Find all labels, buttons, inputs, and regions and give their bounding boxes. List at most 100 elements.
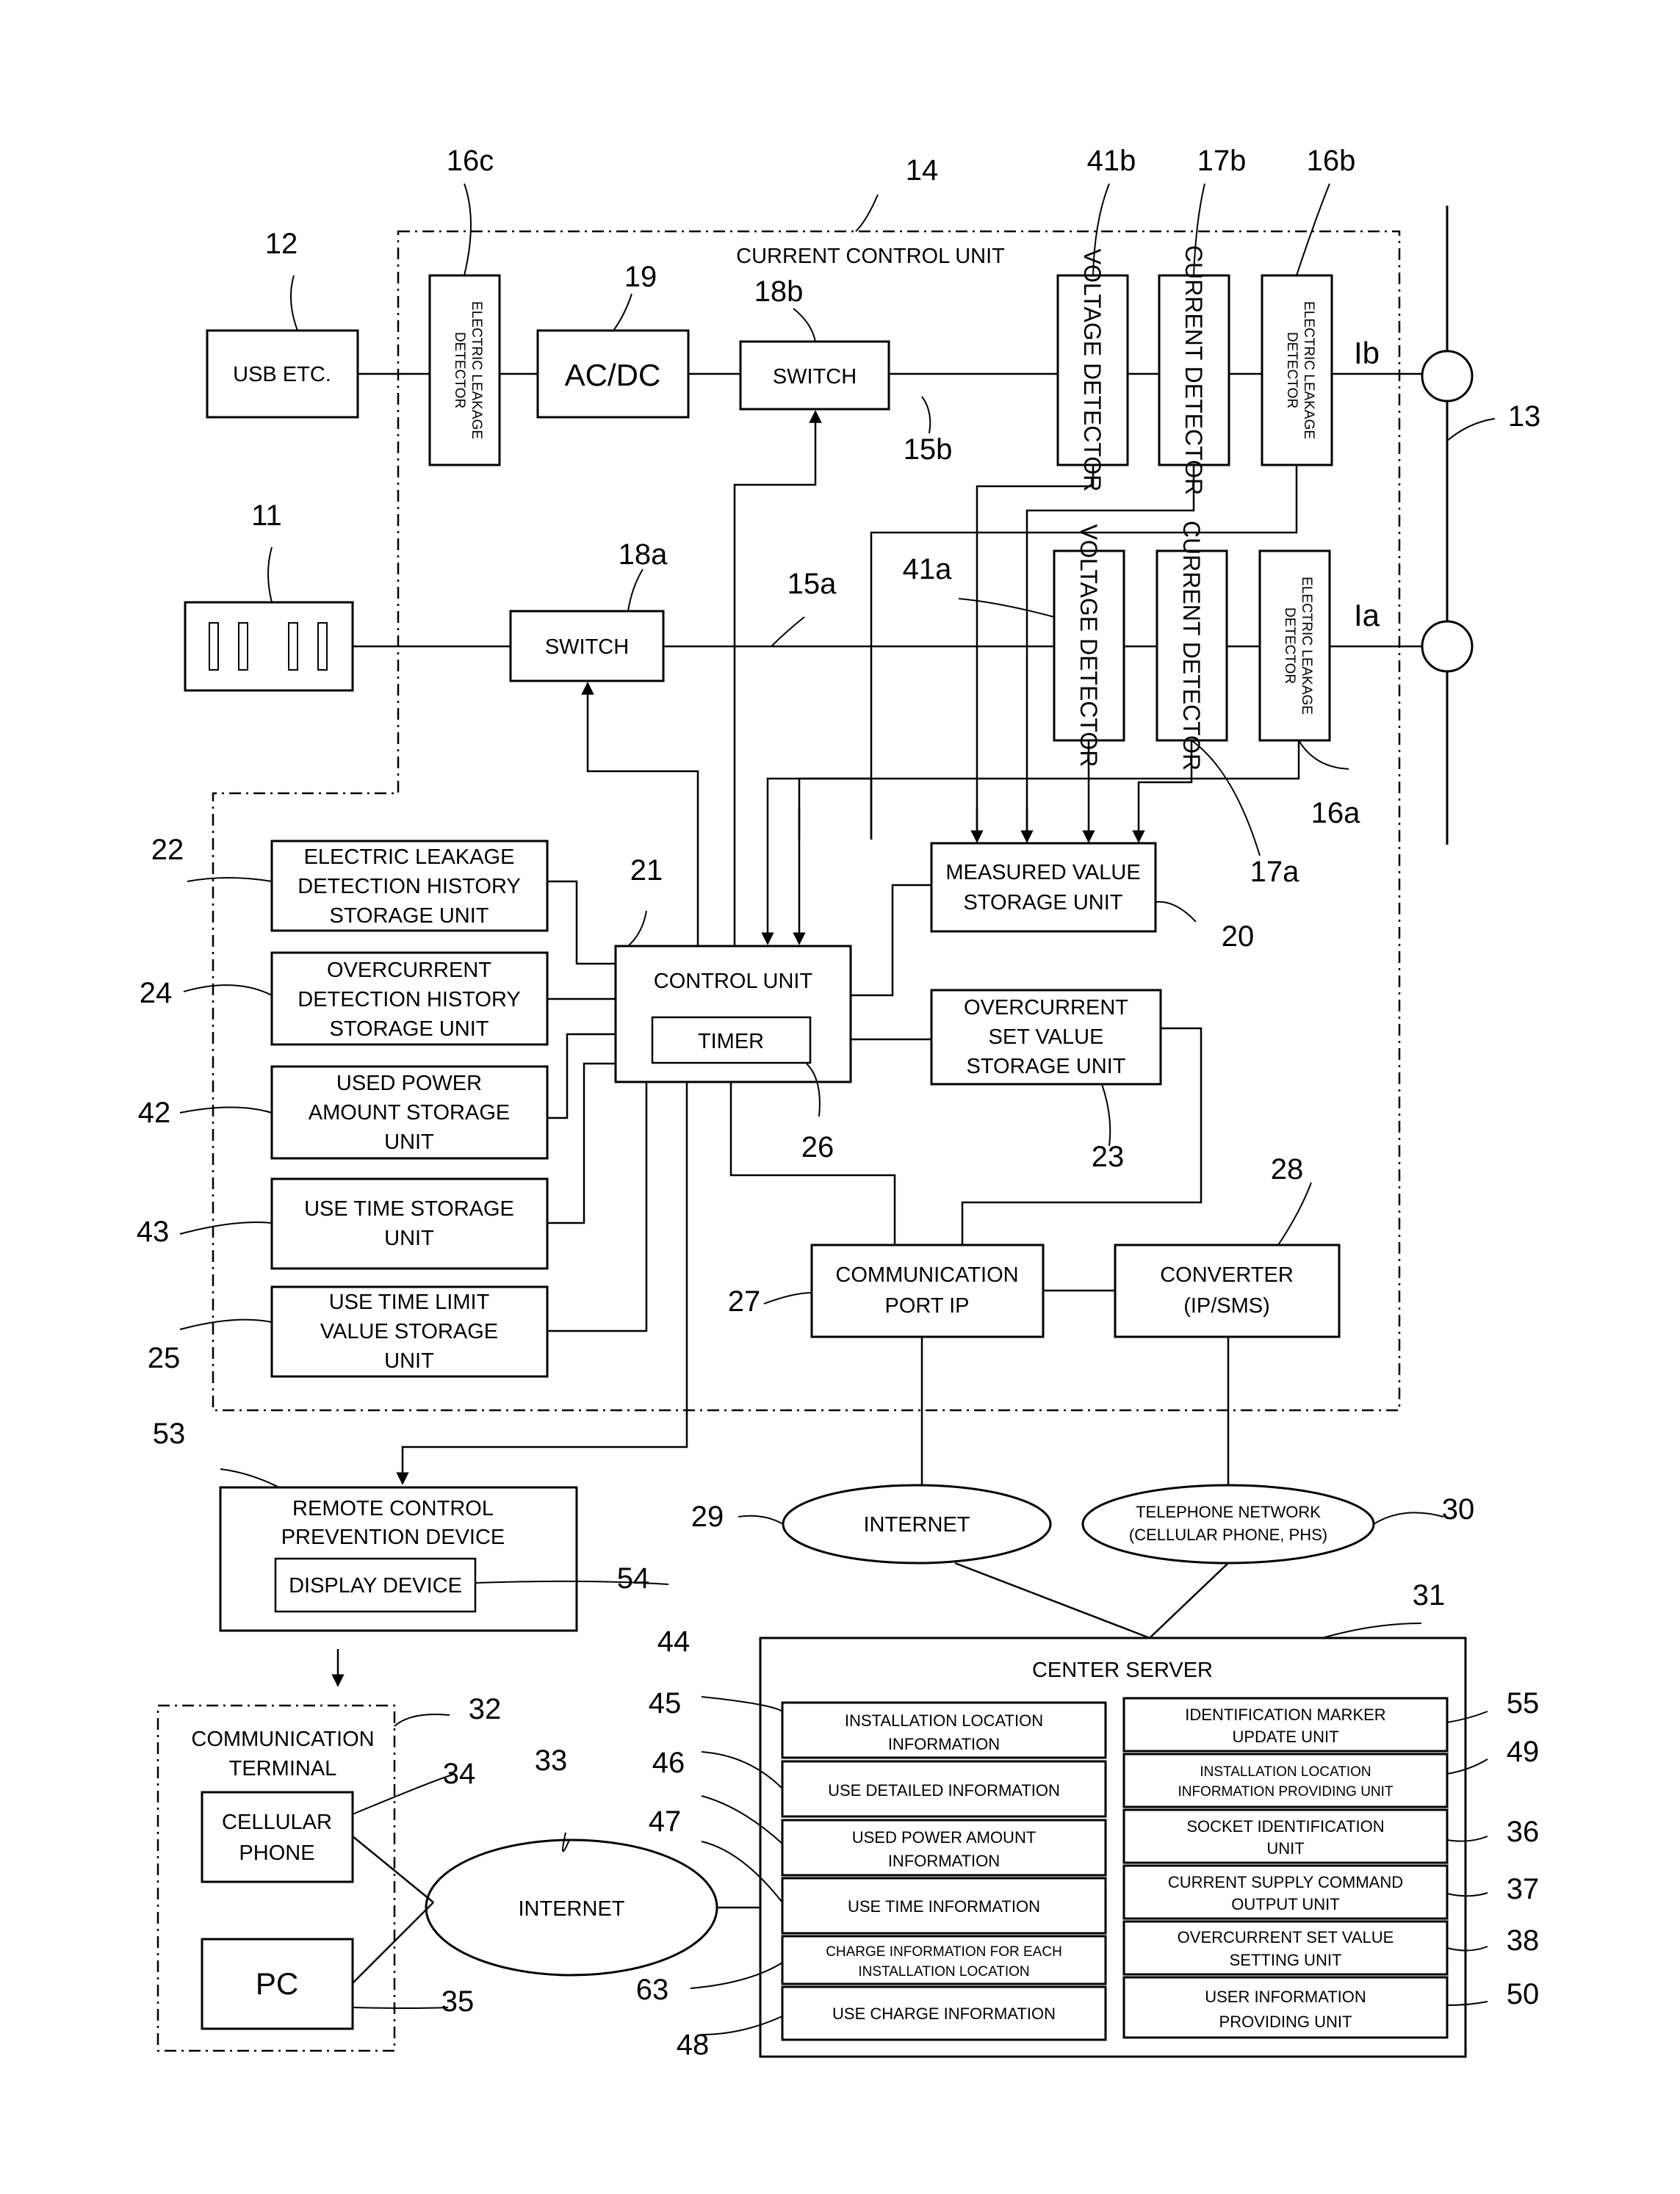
s50-label-1: USER INFORMATION — [1205, 1988, 1366, 2006]
detector-to-control-1 — [768, 779, 871, 944]
ref-16c: 16c — [447, 145, 494, 177]
usetime-label-1: USE TIME STORAGE — [304, 1197, 514, 1221]
s48-label: USE CHARGE INFORMATION — [832, 2004, 1056, 2023]
current-detector-17b-label: CURRENT DETECTOR — [1180, 245, 1207, 495]
display-label: DISPLAY DEVICE — [289, 1574, 462, 1598]
communication-port-ip — [812, 1245, 1043, 1337]
control-to-switch-a — [588, 683, 698, 946]
ref-55: 55 — [1507, 1687, 1540, 1720]
power-label-1: USED POWER — [336, 1072, 482, 1095]
oc-hist-label-2: DETECTION HISTORY — [298, 988, 520, 1011]
ref-49: 49 — [1507, 1736, 1540, 1768]
control-to-switch-b — [735, 411, 815, 946]
ref-53: 53 — [153, 1418, 186, 1450]
leak-hist-label-2: DETECTION HISTORY — [298, 875, 520, 898]
ref-17a: 17a — [1250, 856, 1299, 888]
s63-label-2: INSTALLATION LOCATION — [858, 1964, 1029, 1980]
ref-48: 48 — [677, 2029, 710, 2061]
center-server-label: CENTER SERVER — [1032, 1659, 1213, 1682]
s37-label-1: CURRENT SUPPLY COMMAND — [1168, 1873, 1403, 1891]
s55-label-1: IDENTIFICATION MARKER — [1185, 1706, 1385, 1724]
ref-11: 11 — [251, 499, 282, 532]
ref-23: 23 — [1092, 1141, 1125, 1173]
s50-label-2: PROVIDING UNIT — [1219, 2013, 1352, 2031]
comm-terminal-label-1: COMMUNICATION — [191, 1728, 374, 1751]
s44-label-1: INSTALLATION LOCATION — [845, 1711, 1043, 1730]
s36-label-2: UNIT — [1266, 1839, 1304, 1858]
ref-15a: 15a — [787, 568, 837, 600]
usb-label: USB ETC. — [233, 363, 331, 386]
electric-leakage-detector-16b-label-2: DETECTOR — [1284, 332, 1299, 408]
s37-label-2: OUTPUT UNIT — [1231, 1895, 1339, 1913]
current-detector-17a-label: CURRENT DETECTOR — [1178, 521, 1205, 771]
ref-19: 19 — [624, 261, 657, 293]
s63-label-1: CHARGE INFORMATION FOR EACH — [826, 1944, 1062, 1960]
overcurrent-set-label-1: OVERCURRENT — [964, 996, 1128, 1020]
ref-30: 30 — [1442, 1493, 1475, 1526]
s46-label-1: USED POWER AMOUNT — [852, 1828, 1037, 1847]
measured-value-storage-unit — [931, 843, 1156, 931]
s47-label: USE TIME INFORMATION — [848, 1897, 1040, 1916]
converter-ip-sms — [1115, 1245, 1339, 1337]
ref-31: 31 — [1413, 1579, 1446, 1612]
cellular-phone — [202, 1792, 353, 1882]
timer-label: TIMER — [698, 1030, 764, 1053]
control-to-measured — [851, 885, 931, 995]
s49-label-2: INFORMATION PROVIDING UNIT — [1178, 1784, 1393, 1800]
oc-hist-label-3: STORAGE UNIT — [330, 1017, 489, 1041]
ref-45: 45 — [649, 1687, 682, 1720]
limit-label-2: VALUE STORAGE — [320, 1320, 498, 1343]
ref-21: 21 — [630, 854, 663, 887]
comm-port-label-1: COMMUNICATION — [835, 1263, 1018, 1287]
oc-hist-label-1: OVERCURRENT — [327, 959, 491, 982]
tel-label-2: (CELLULAR PHONE, PHS) — [1129, 1526, 1327, 1544]
ref-41a: 41a — [903, 553, 952, 585]
ref-50: 50 — [1507, 1978, 1540, 2010]
remote-label-1: REMOTE CONTROL — [292, 1497, 494, 1520]
measured-value-label-2: STORAGE UNIT — [964, 891, 1123, 914]
ref-16b: 16b — [1307, 145, 1356, 177]
converter-label-2: (IP/SMS) — [1183, 1294, 1270, 1318]
remote-label-2: PREVENTION DEVICE — [281, 1526, 505, 1549]
acdc-label: AC/DC — [565, 358, 661, 392]
ref-33: 33 — [535, 1744, 568, 1777]
s38-label-1: OVERCURRENT SET VALUE — [1178, 1928, 1394, 1946]
s38-label-2: SETTING UNIT — [1230, 1951, 1342, 1969]
s45-label: USE DETAILED INFORMATION — [828, 1781, 1060, 1800]
power-label-3: UNIT — [384, 1130, 434, 1154]
ref-24: 24 — [140, 977, 173, 1009]
electric-leakage-detector-16a-label-1: ELECTRIC LEAKAGE — [1299, 577, 1314, 715]
ref-29: 29 — [691, 1501, 724, 1533]
comm-port-label-2: PORT IP — [885, 1294, 970, 1318]
cell-label-2: PHONE — [239, 1841, 314, 1865]
network-to-server — [955, 1563, 1228, 1638]
ref-37: 37 — [1507, 1873, 1540, 1905]
ref-18a: 18a — [619, 538, 668, 571]
power-label-2: AMOUNT STORAGE — [309, 1101, 510, 1125]
electric-leakage-detector-16c-label-2: DETECTOR — [452, 332, 467, 408]
cell-label-1: CELLULAR — [222, 1811, 332, 1834]
s55-label-2: UPDATE UNIT — [1232, 1728, 1338, 1746]
ib-label: Ib — [1354, 336, 1380, 370]
ref-27: 27 — [728, 1285, 761, 1318]
pc-label: PC — [256, 1966, 298, 2001]
s46-label-2: INFORMATION — [888, 1852, 1000, 1870]
ref-14: 14 — [906, 154, 939, 187]
ref-28: 28 — [1271, 1153, 1304, 1186]
overcurrent-set-label-3: STORAGE UNIT — [967, 1055, 1126, 1078]
ref-38: 38 — [1507, 1924, 1540, 1957]
ref-26: 26 — [801, 1131, 834, 1163]
ref-13: 13 — [1508, 400, 1541, 433]
ref-18b: 18b — [754, 275, 804, 308]
ref-42: 42 — [138, 1097, 171, 1129]
ref-32: 32 — [469, 1693, 502, 1725]
comm-terminal-label-2: TERMINAL — [229, 1757, 337, 1780]
s44-label-2: INFORMATION — [888, 1735, 1000, 1753]
switch-18a-label: SWITCH — [545, 635, 629, 659]
socket-terminal-b — [1422, 351, 1472, 401]
converter-label-1: CONVERTER — [1160, 1263, 1294, 1287]
overcurrent-set-label-2: SET VALUE — [989, 1025, 1104, 1049]
telephone-network[interactable] — [1083, 1485, 1374, 1563]
ref-47: 47 — [649, 1805, 682, 1838]
